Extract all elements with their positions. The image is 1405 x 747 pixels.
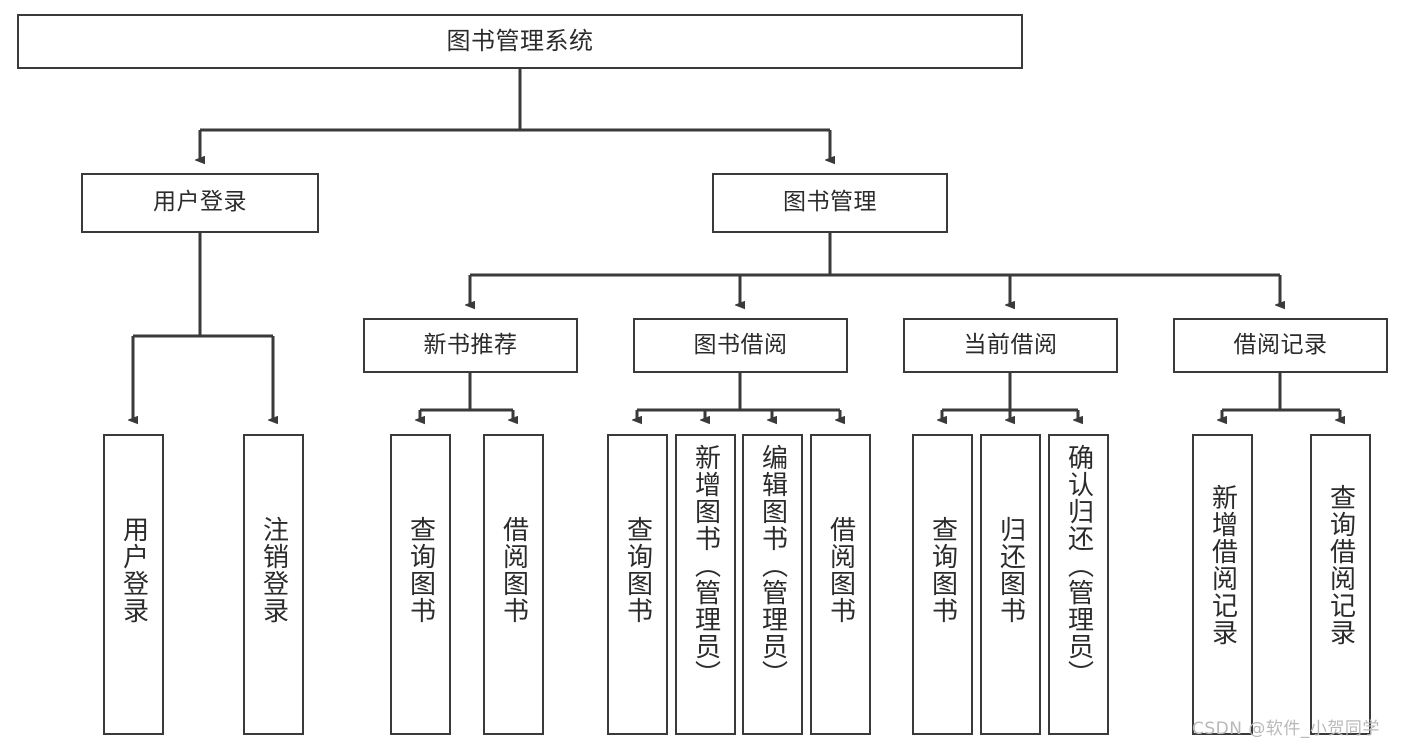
node-root[interactable]: 图书管理系统 xyxy=(17,14,1023,69)
node-label: 查询图书 xyxy=(405,516,436,624)
node-label: 借阅图书 xyxy=(825,516,856,624)
node-label: 用户登录 xyxy=(153,189,247,216)
node-label: 用户登录 xyxy=(118,516,149,624)
node-leaf-edit-book-admin[interactable]: 编辑图书（管理员） xyxy=(742,434,803,735)
node-leaf-add-book-admin[interactable]: 新增图书（管理员） xyxy=(675,434,736,735)
node-leaf-borrow-book-1[interactable]: 借阅图书 xyxy=(483,434,544,735)
node-label: 当前借阅 xyxy=(963,331,1058,358)
node-book-management[interactable]: 图书管理 xyxy=(712,173,948,233)
node-leaf-confirm-return-admin[interactable]: 确认归还（管理员） xyxy=(1048,434,1109,735)
node-leaf-query-book-1[interactable]: 查询图书 xyxy=(390,434,451,735)
node-label: 注销登录 xyxy=(258,516,289,624)
node-leaf-return-book[interactable]: 归还图书 xyxy=(980,434,1041,735)
node-label: 查询图书 xyxy=(927,516,958,624)
node-label: 借阅记录 xyxy=(1233,331,1328,358)
node-borrow-records[interactable]: 借阅记录 xyxy=(1173,318,1388,373)
node-leaf-user-login[interactable]: 用户登录 xyxy=(103,434,164,735)
node-label: 新增图书（管理员） xyxy=(690,444,721,687)
node-label: 查询图书 xyxy=(622,516,653,624)
node-book-borrow[interactable]: 图书借阅 xyxy=(633,318,848,373)
node-leaf-add-borrow-record[interactable]: 新增借阅记录 xyxy=(1192,434,1253,735)
node-leaf-query-book-2[interactable]: 查询图书 xyxy=(607,434,668,735)
node-label: 图书管理系统 xyxy=(446,27,594,56)
node-label: 图书管理 xyxy=(783,189,877,216)
node-user-login[interactable]: 用户登录 xyxy=(81,173,319,233)
node-label: 图书借阅 xyxy=(693,331,788,358)
node-current-borrow[interactable]: 当前借阅 xyxy=(903,318,1118,373)
node-leaf-logout[interactable]: 注销登录 xyxy=(243,434,304,735)
node-label: 查询借阅记录 xyxy=(1325,484,1356,646)
node-label: 编辑图书（管理员） xyxy=(757,444,788,687)
node-leaf-borrow-book-2[interactable]: 借阅图书 xyxy=(810,434,871,735)
watermark-text: CSDN @软件_小贺同学 xyxy=(1192,719,1380,739)
node-label: 确认归还（管理员） xyxy=(1063,444,1094,687)
node-new-book-recommend[interactable]: 新书推荐 xyxy=(363,318,578,373)
node-label: 新书推荐 xyxy=(423,331,518,358)
node-label: 归还图书 xyxy=(995,516,1026,624)
node-label: 新增借阅记录 xyxy=(1207,484,1238,646)
node-leaf-query-borrow-record[interactable]: 查询借阅记录 xyxy=(1310,434,1371,735)
node-leaf-query-book-3[interactable]: 查询图书 xyxy=(912,434,973,735)
node-label: 借阅图书 xyxy=(498,516,529,624)
